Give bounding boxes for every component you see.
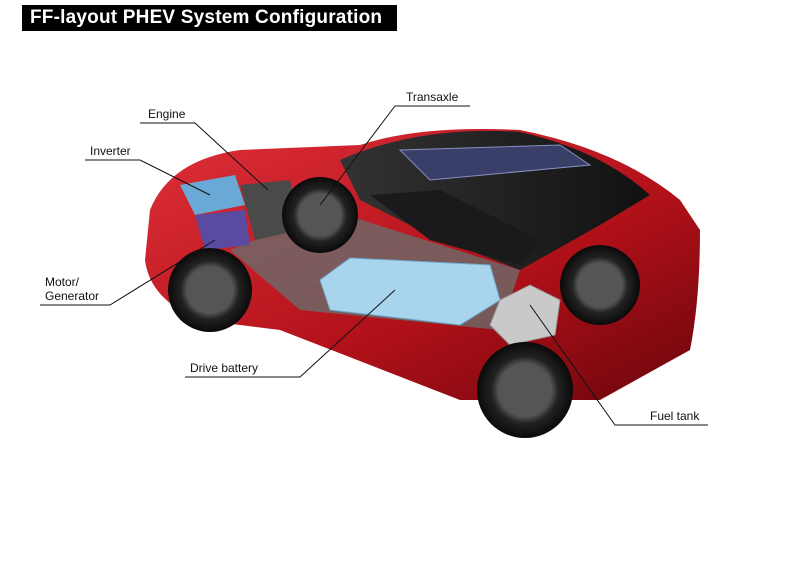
leader-inverter — [85, 159, 211, 196]
leader-motor — [40, 239, 216, 306]
label-motor-line2: Generator — [45, 289, 100, 303]
solar-panel — [398, 144, 592, 181]
label-drive-battery: Drive battery — [190, 361, 259, 375]
fuel-tank — [489, 284, 561, 346]
label-motor-line1: Motor/ — [45, 275, 80, 289]
leader-transaxle — [319, 105, 470, 206]
wheel-front-right — [282, 177, 358, 253]
leader-lines — [40, 105, 708, 426]
label-fuel-tank: Fuel tank — [650, 409, 700, 423]
leader-engine — [140, 122, 269, 191]
leader-fuel-tank — [529, 304, 708, 426]
diagram-title: FF-layout PHEV System Configuration — [22, 5, 397, 31]
wheel-rear-left — [477, 342, 573, 438]
label-inverter: Inverter — [90, 144, 131, 158]
side-window — [370, 190, 540, 265]
label-transaxle: Transaxle — [406, 90, 459, 104]
label-motor-generator: Motor/ Generator — [45, 275, 99, 303]
wheel-rear-right — [560, 245, 640, 325]
inverter — [180, 175, 245, 215]
wheel-front-left — [168, 248, 252, 332]
motor-generator — [195, 210, 250, 250]
leader-battery — [185, 289, 396, 378]
label-engine: Engine — [148, 107, 186, 121]
